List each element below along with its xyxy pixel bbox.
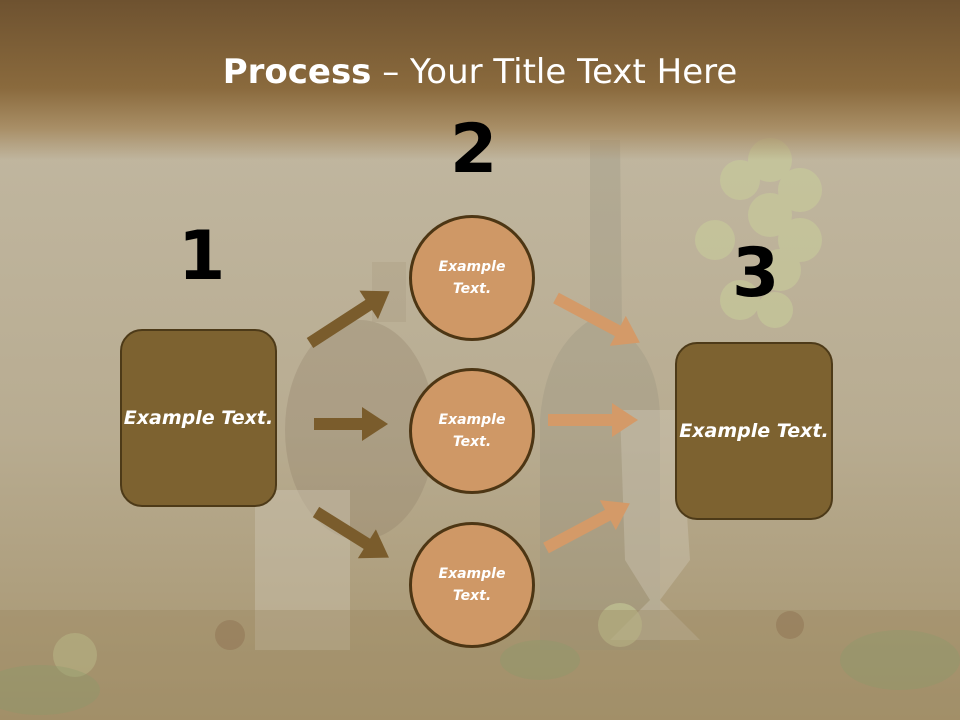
right-arrows	[543, 292, 640, 554]
circle-3[interactable]: Example Text.	[409, 522, 535, 648]
arrow-from-circle-2	[548, 403, 638, 437]
step-2-number: 2	[450, 110, 498, 189]
title-rest: – Your Title Text Here	[371, 52, 738, 92]
right-box[interactable]: Example Text.	[675, 342, 833, 520]
circle-3-label: Example Text.	[438, 565, 506, 604]
step-3-number: 3	[732, 234, 780, 313]
slide-title: Process – Your Title Text Here	[0, 52, 960, 92]
left-arrows	[306, 290, 390, 559]
circle-1[interactable]: Example Text.	[409, 215, 535, 341]
arrow-to-circle-3	[312, 506, 389, 559]
title-bold: Process	[222, 52, 372, 92]
circle-2-label: Example Text.	[438, 411, 506, 450]
arrow-from-circle-3	[543, 500, 630, 554]
title-band	[0, 0, 960, 160]
arrow-to-circle-2	[314, 407, 388, 441]
step-1-number: 1	[178, 217, 226, 296]
arrow-from-circle-1	[553, 292, 640, 346]
arrow-to-circle-1	[306, 290, 390, 349]
circle-2[interactable]: Example Text.	[409, 368, 535, 494]
circle-1-label: Example Text.	[438, 258, 506, 297]
left-box[interactable]: Example Text.	[120, 329, 277, 507]
